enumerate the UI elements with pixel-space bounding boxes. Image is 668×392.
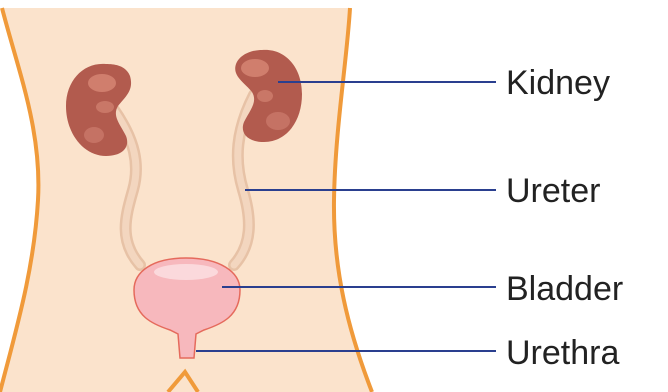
- label-kidney: Kidney: [506, 64, 610, 102]
- label-bladder: Bladder: [506, 270, 623, 308]
- label-urethra: Urethra: [506, 334, 619, 372]
- label-ureter: Ureter: [506, 172, 600, 210]
